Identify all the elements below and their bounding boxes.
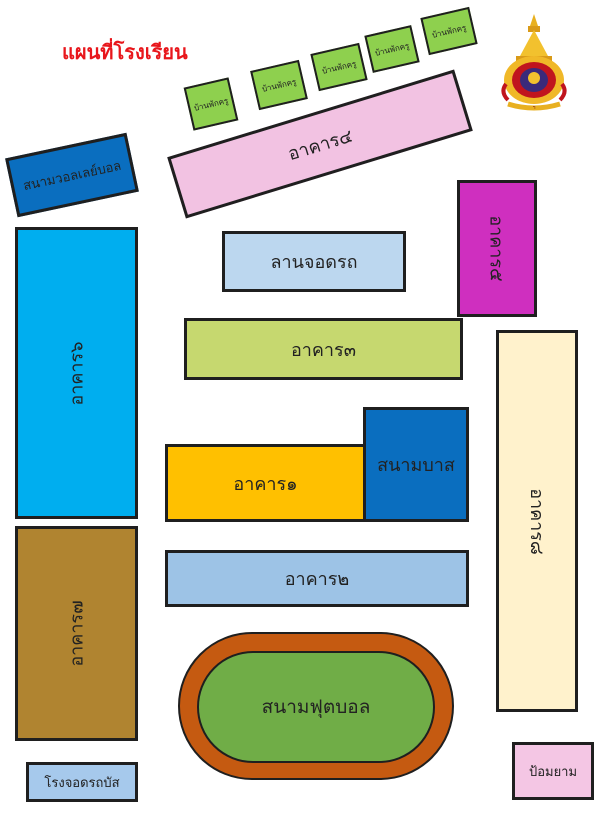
staff-house-4-label: บ้านพักครู: [374, 40, 410, 58]
building-7[interactable]: อาคาร๗: [15, 526, 138, 741]
bus-garage-label: โรงจอดรถบัส: [44, 775, 120, 791]
staff-house-2[interactable]: บ้านพักครู: [250, 59, 308, 111]
basketball-court-label: สนามบาส: [377, 455, 455, 476]
building-2[interactable]: อาคาร๒: [165, 550, 469, 607]
building-5[interactable]: อาคาร๕: [457, 180, 537, 317]
staff-house-1-label: บ้านพักครู: [193, 95, 229, 113]
basketball-court[interactable]: สนามบาส: [363, 407, 469, 522]
parking-lot[interactable]: ลานจอดรถ: [222, 231, 406, 292]
staff-house-5-label: บ้านพักครู: [431, 22, 467, 40]
guard-post-label: ป้อมยาม: [528, 764, 578, 780]
bus-garage[interactable]: โรงจอดรถบัส: [26, 762, 138, 802]
royal-seal-icon: ฯ: [501, 14, 567, 111]
seal-inscription: ฯ: [533, 105, 536, 111]
building-1[interactable]: อาคาร๑: [165, 444, 366, 522]
building-4-label: อาคาร๔: [285, 125, 356, 165]
building-3-label: อาคาร๓: [290, 339, 357, 361]
staff-house-1[interactable]: บ้านพักครู: [183, 77, 239, 131]
building-6[interactable]: อาคาร๖: [15, 227, 138, 519]
volleyball-court[interactable]: สนามวอลเลย์บอล: [5, 132, 139, 218]
staff-house-4[interactable]: บ้านพักครู: [364, 25, 420, 73]
staff-house-2-label: บ้านพักครู: [261, 76, 297, 94]
staff-house-5[interactable]: บ้านพักครู: [420, 6, 478, 56]
volleyball-court-label: สนามวอลเลย์บอล: [21, 158, 123, 194]
staff-house-3[interactable]: บ้านพักครู: [310, 42, 368, 92]
map-title: แผนที่โรงเรียน: [62, 40, 188, 64]
building-8-label: อาคาร๘: [525, 487, 547, 555]
staff-house-3-label: บ้านพักครู: [321, 58, 357, 76]
building-2-label: อาคาร๒: [284, 569, 350, 590]
building-8[interactable]: อาคาร๘: [496, 330, 578, 712]
building-1-label: อาคาร๑: [233, 473, 298, 495]
building-5-label: อาคาร๕: [485, 215, 507, 282]
parking-lot-label: ลานจอดรถ: [270, 252, 358, 273]
building-7-label: อาคาร๗: [67, 600, 88, 667]
football-field[interactable]: สนามฟุตบอล: [197, 651, 435, 763]
building-3[interactable]: อาคาร๓: [184, 318, 463, 380]
building-6-label: อาคาร๖: [66, 340, 88, 406]
football-field-label: สนามฟุตบอล: [261, 696, 371, 718]
guard-post[interactable]: ป้อมยาม: [512, 742, 594, 800]
